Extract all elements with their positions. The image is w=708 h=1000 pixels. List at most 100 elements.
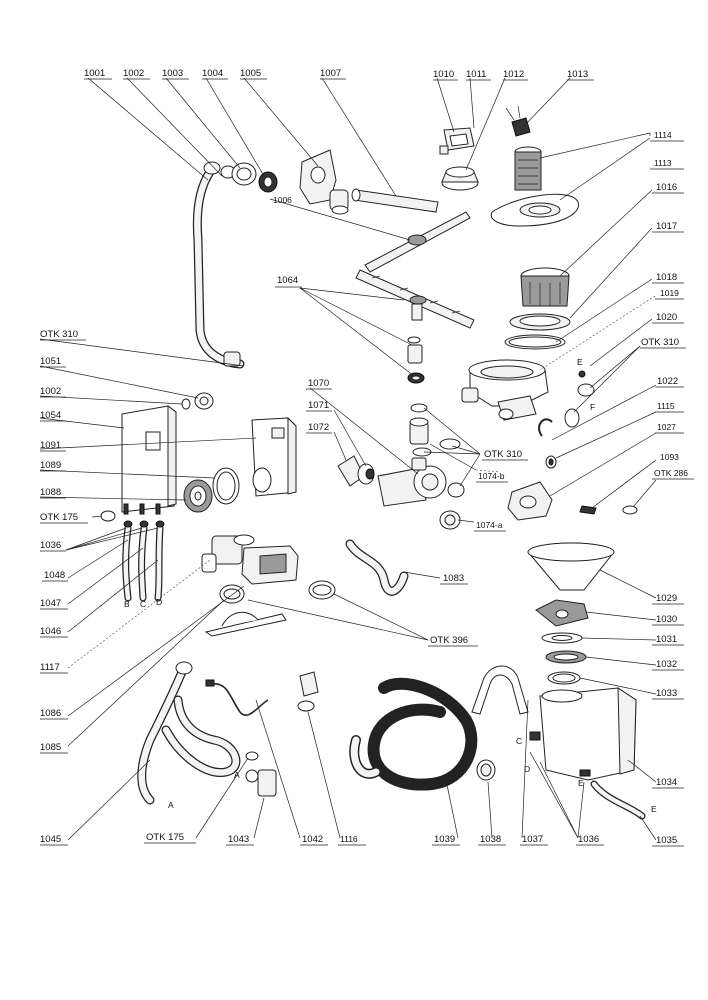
label-1113: 1113 [654, 158, 672, 168]
label-1114: 1114 [654, 130, 672, 140]
part-1005-bracket [299, 149, 349, 215]
label-1086: 1086 [40, 708, 61, 719]
part-1064-stack [407, 336, 425, 384]
label-1043: 1043 [228, 834, 249, 845]
part-1074-fittings [409, 403, 461, 457]
label-1030: 1030 [656, 614, 677, 625]
letter-a: A [168, 800, 174, 810]
label-1083: 1083 [443, 573, 464, 584]
label-1012: 1012 [503, 69, 524, 80]
part-1001-drain-hose [192, 161, 245, 369]
label-1093: 1093 [660, 452, 679, 462]
letter-e-container: E [578, 778, 584, 788]
part-1039-corrugated-hose [349, 677, 478, 791]
label-otk310-right: OTK 310 [641, 337, 679, 348]
label-1071: 1071 [308, 400, 329, 411]
label-1115: 1115 [657, 401, 675, 411]
part-1006-upper-spray-arm [364, 211, 471, 273]
label-1001: 1001 [84, 68, 105, 79]
part-1054-softener [121, 405, 177, 515]
part-1027-motor [507, 481, 553, 521]
label-1033: 1033 [656, 688, 677, 699]
label-otk175-left: OTK 175 [40, 512, 78, 523]
label-1091: 1091 [40, 440, 61, 451]
label-1039: 1039 [434, 834, 455, 845]
part-1030-flange [535, 599, 589, 627]
label-1088: 1088 [40, 487, 61, 498]
part-1035-hose [590, 780, 646, 820]
part-1029-funnel [527, 542, 615, 591]
label-1034: 1034 [656, 777, 677, 788]
label-1085: 1085 [40, 742, 61, 753]
label-1016: 1016 [656, 182, 677, 193]
label-1036-left: 1036 [40, 540, 61, 551]
letter-b: B [124, 599, 130, 609]
label-1006: 1006 [273, 195, 292, 205]
label-1032: 1032 [656, 659, 677, 670]
part-1032-ring [545, 650, 587, 664]
label-1074-a: 1074-a [476, 520, 503, 530]
label-1002-left: 1002 [40, 386, 61, 397]
letter-c-container: C [516, 736, 522, 746]
label-1010: 1010 [433, 69, 454, 80]
part-1010-clip [439, 127, 475, 155]
part-1074a-sleeve [439, 510, 461, 530]
part-bracket [204, 611, 287, 637]
part-1088-cap [183, 479, 213, 513]
part-small-clips-ef [564, 370, 595, 428]
letter-e: E [577, 357, 583, 367]
letter-d: D [156, 597, 162, 607]
label-1007: 1007 [320, 68, 341, 79]
part-1051-ring [181, 392, 214, 410]
label-1117: 1117 [40, 662, 60, 673]
part-otk175-clamp [100, 510, 116, 522]
part-1117-valve [201, 534, 255, 573]
callout-labels: 1001 1002 1003 1004 1005 1007 1010 1011 … [40, 68, 694, 847]
part-1043-inlet-valve [245, 751, 277, 797]
part-1091-dispenser [251, 416, 297, 497]
label-1045: 1045 [40, 834, 61, 845]
label-otk286: OTK 286 [654, 468, 688, 478]
label-1027: 1027 [657, 422, 676, 432]
label-1003: 1003 [162, 68, 183, 79]
label-otk396: OTK 396 [430, 635, 468, 646]
letter-e-hose: E [651, 804, 657, 814]
part-1064-lower-spray-arm [355, 269, 475, 329]
letter-c: C [140, 599, 146, 609]
label-1047: 1047 [40, 598, 61, 609]
label-1002: 1002 [123, 68, 144, 79]
part-1116-sensor [297, 671, 319, 712]
part-1113-filter-plate [490, 193, 579, 227]
label-1020: 1020 [656, 312, 677, 323]
part-1045-inlet-hose [137, 661, 241, 805]
part-otk396-clamp [308, 580, 336, 600]
part-1034-container [529, 687, 637, 781]
part-1004-nut [258, 171, 278, 193]
part-1013-connector [505, 105, 531, 137]
label-1013: 1013 [567, 69, 588, 80]
part-otk286-clamp [622, 505, 638, 515]
part-1017-filter-base [509, 313, 571, 331]
part-1083-hose [345, 539, 409, 596]
label-otk310-left: OTK 310 [40, 329, 78, 340]
part-1038-fitting [476, 759, 496, 781]
label-1046: 1046 [40, 626, 61, 637]
part-bracket-arch [471, 665, 529, 715]
part-1018-gasket [504, 334, 566, 350]
part-1085-clamp [219, 584, 245, 604]
label-1011: 1011 [466, 69, 486, 80]
label-1031: 1031 [656, 634, 677, 645]
part-sump-assembly [461, 359, 549, 421]
part-1007-spray-tube [351, 188, 439, 213]
part-1114-fine-filter [514, 146, 542, 191]
label-1022: 1022 [657, 376, 678, 387]
label-otk310-middle: OTK 310 [484, 449, 522, 460]
label-1048: 1048 [44, 570, 65, 581]
label-otk175-lower: OTK 175 [146, 832, 184, 843]
part-1089-gasket [212, 467, 240, 505]
label-1070: 1070 [308, 378, 329, 389]
label-1074-b: 1074-b [478, 471, 505, 481]
part-1047-hoses [122, 520, 165, 602]
part-1086-heater [241, 545, 299, 585]
